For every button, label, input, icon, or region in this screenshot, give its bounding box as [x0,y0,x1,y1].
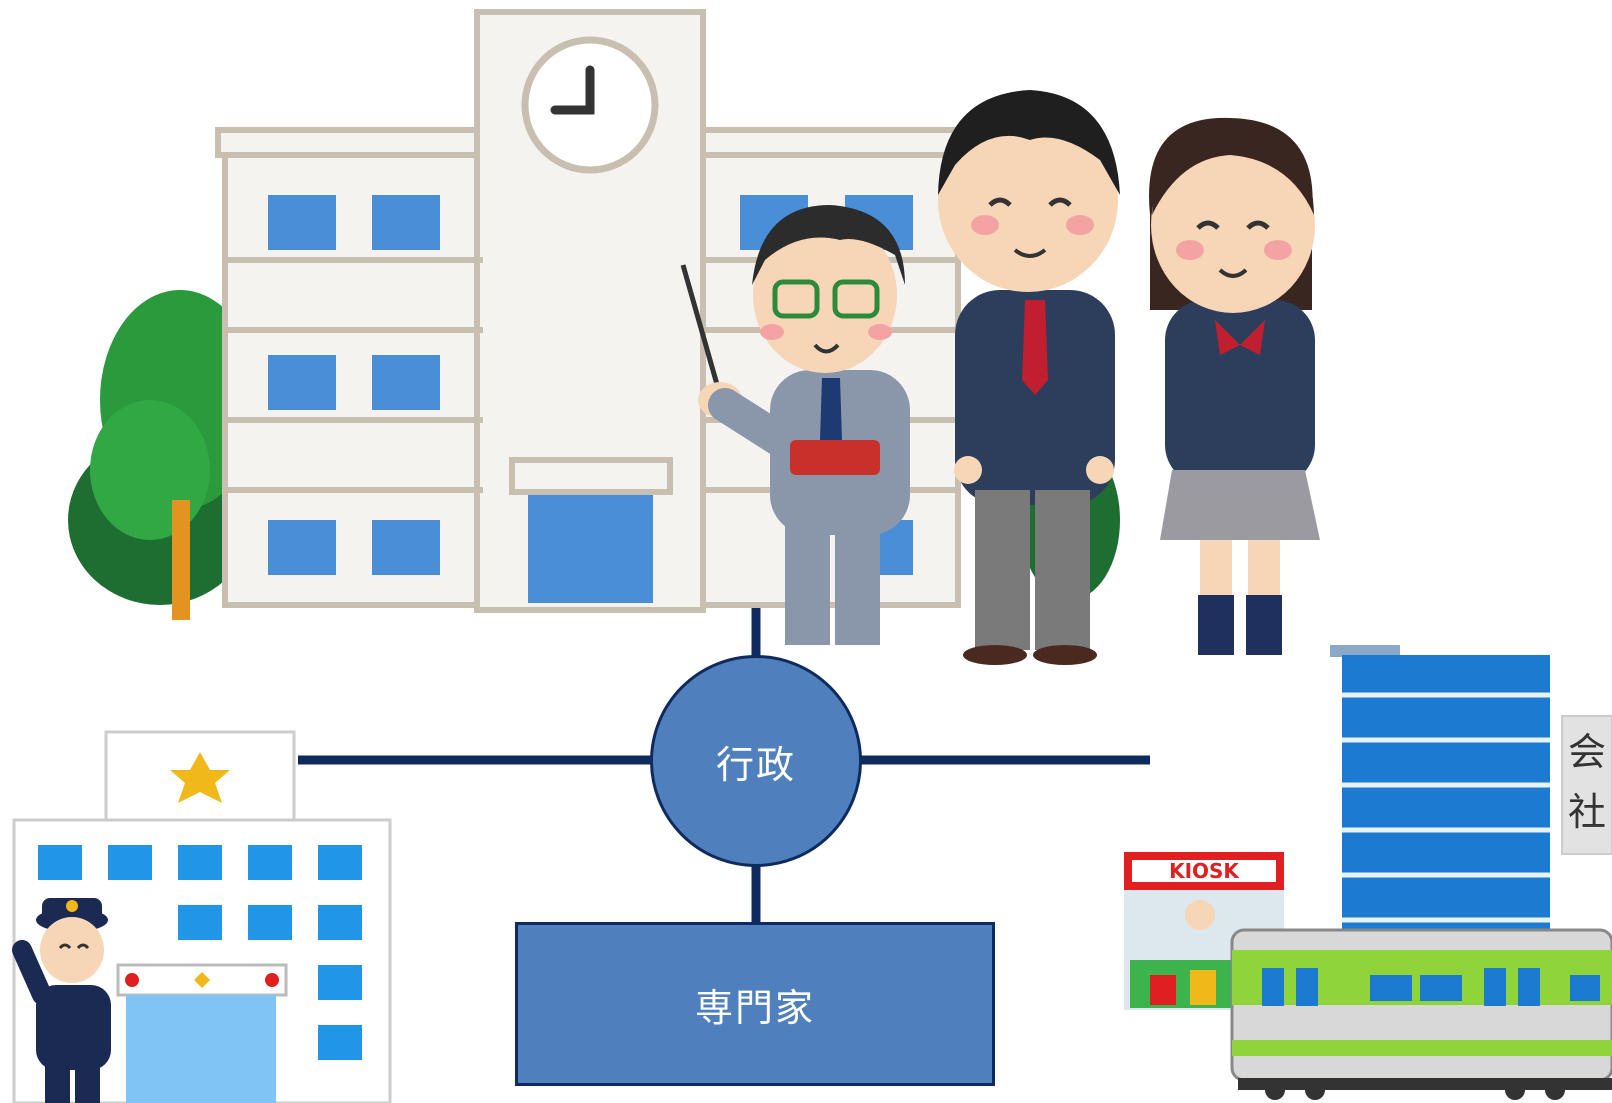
hub-node-label: 行政 [715,742,796,787]
tree-left-icon [68,290,260,620]
company-sign-char-2: 社 [1568,790,1606,834]
teacher-icon [680,205,910,645]
company-sign-icon: 会 社 [1561,715,1612,855]
police-officer-icon [12,898,111,1103]
boy-student-icon [938,90,1120,665]
expert-node-label: 専門家 [694,985,815,1030]
office-tower-icon [1330,645,1550,945]
train-icon [1230,928,1612,1100]
girl-student-icon [1149,117,1320,655]
clock-icon [521,36,659,174]
police-emblem-icon [170,752,230,803]
kiosk-sign-text: KIOSK [1169,859,1240,883]
hub-node [650,655,862,867]
expert-node [515,922,995,1086]
company-sign-char-1: 会 [1568,730,1606,774]
